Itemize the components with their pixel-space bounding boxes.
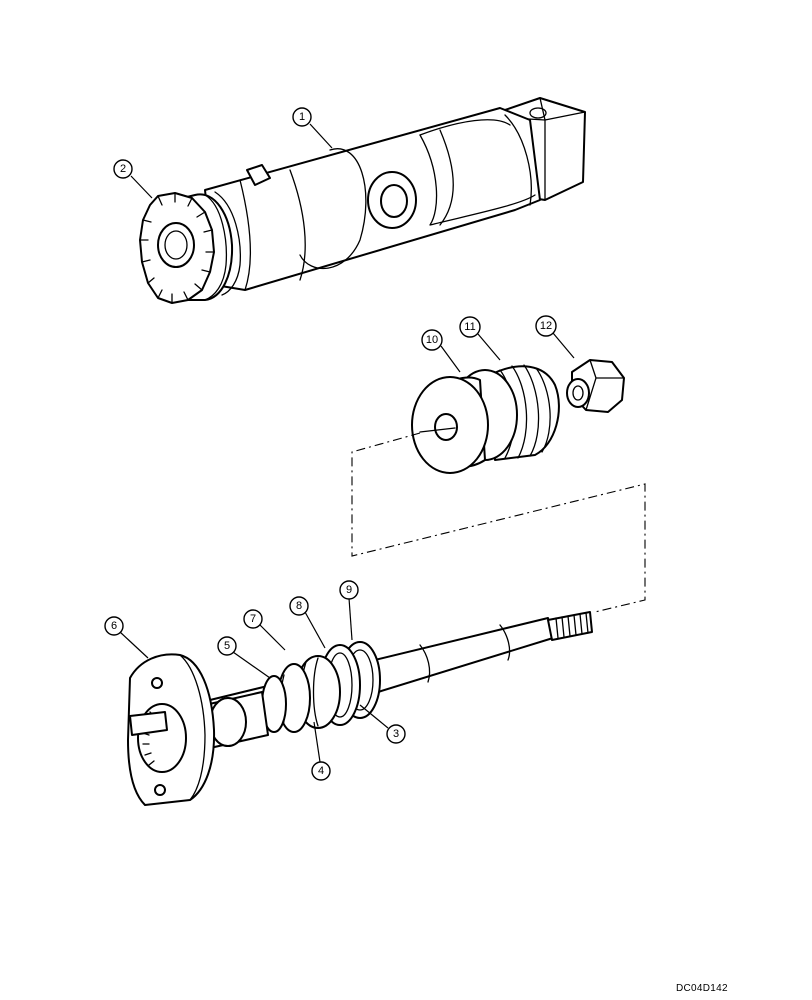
callout-label-12: 12	[540, 320, 552, 332]
callout-6: 6	[104, 616, 124, 636]
assembly-guide-line	[351, 432, 646, 613]
callout-12: 12	[535, 315, 557, 337]
callout-8: 8	[289, 596, 309, 616]
callout-9: 9	[339, 580, 359, 600]
callout-3: 3	[386, 724, 406, 744]
callout-label-4: 4	[318, 765, 324, 777]
callout-5: 5	[217, 636, 237, 656]
callout-label-11: 11	[464, 321, 475, 333]
callout-label-5: 5	[224, 640, 230, 652]
callout-label-8: 8	[296, 600, 302, 612]
callout-7: 7	[243, 609, 263, 629]
callout-11: 11	[459, 316, 481, 338]
cylinder-assembly	[139, 97, 586, 304]
callout-label-1: 1	[299, 111, 305, 123]
drawing-reference-code: DC04D142	[676, 983, 728, 994]
callout-label-9: 9	[346, 584, 352, 596]
callout-1: 1	[292, 107, 312, 127]
callout-label-7: 7	[250, 613, 256, 625]
callout-2: 2	[113, 159, 133, 179]
piston-rod-assembly	[127, 611, 593, 806]
callout-label-10: 10	[426, 334, 438, 346]
callout-label-2: 2	[120, 163, 126, 175]
piston-group	[411, 359, 625, 474]
callout-label-6: 6	[111, 620, 117, 632]
callout-4: 4	[311, 761, 331, 781]
callout-10: 10	[421, 329, 443, 351]
callout-leaders	[119, 123, 575, 763]
callout-label-3: 3	[393, 728, 399, 740]
